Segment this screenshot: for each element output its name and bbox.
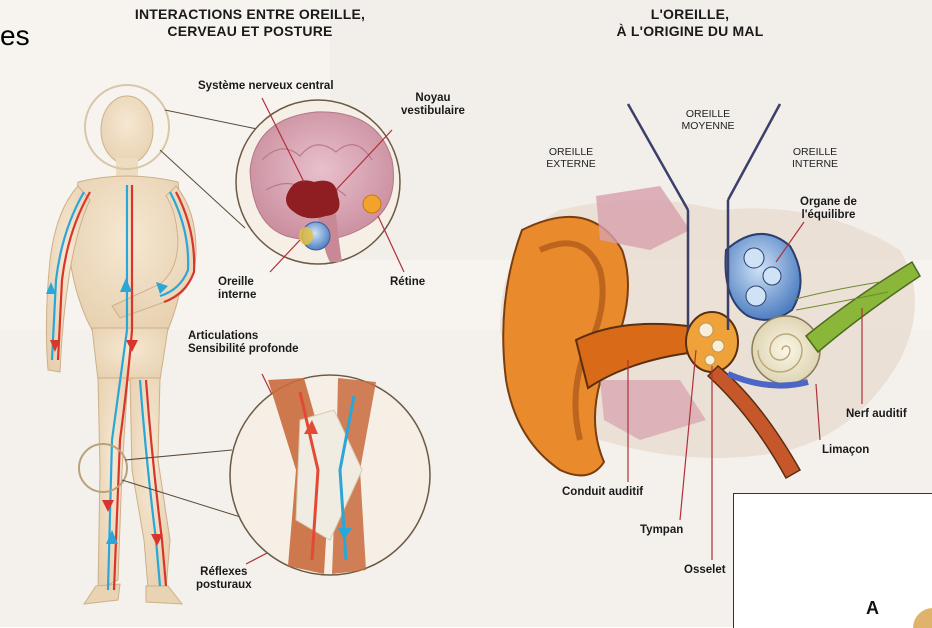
label-organe-line1: Organe de <box>800 196 857 209</box>
left-title: INTERACTIONS ENTRE OREILLE, CERVEAU ET P… <box>100 6 400 40</box>
label-tympan: Tympan <box>640 524 683 537</box>
overlay-panel: A <box>733 493 932 628</box>
label-osselets: Osselet <box>684 564 726 577</box>
label-articulations-line2: Sensibilité profonde <box>188 343 299 356</box>
overlay-corner-shape <box>913 608 932 628</box>
label-articulations: Articulations Sensibilité profonde <box>188 330 299 356</box>
overlay-letter: A <box>866 598 879 619</box>
section-externe-line2: EXTERNE <box>536 158 606 170</box>
label-reflexes-posturaux: Réflexes posturaux <box>196 566 252 592</box>
section-oreille-moyenne: OREILLE MOYENNE <box>668 108 748 132</box>
label-systeme-nerveux: Système nerveux central <box>198 80 334 93</box>
left-title-line1: INTERACTIONS ENTRE OREILLE, <box>100 6 400 23</box>
right-title-line2: À L'ORIGINE DU MAL <box>560 23 820 40</box>
label-reflexes-line2: posturaux <box>196 579 252 592</box>
label-noyau-line1: Noyau <box>388 92 478 105</box>
label-oreille-interne: Oreille interne <box>218 276 256 302</box>
section-interne-line1: OREILLE <box>780 146 850 158</box>
label-articulations-line1: Articulations <box>188 330 299 343</box>
right-title-line1: L'OREILLE, <box>560 6 820 23</box>
slide-text-fragment: es <box>0 20 30 52</box>
label-oreille-interne-line1: Oreille <box>218 276 256 289</box>
label-organe-line2: l'équilibre <box>800 209 857 222</box>
left-title-line2: CERVEAU ET POSTURE <box>100 23 400 40</box>
label-nerf-auditif: Nerf auditif <box>846 408 907 421</box>
label-retine: Rétine <box>390 276 425 289</box>
section-externe-line1: OREILLE <box>536 146 606 158</box>
section-interne-line2: INTERNE <box>780 158 850 170</box>
section-oreille-externe: OREILLE EXTERNE <box>536 146 606 170</box>
section-moyenne-line1: OREILLE <box>668 108 748 120</box>
label-noyau-vestibulaire: Noyau vestibulaire <box>388 92 478 118</box>
label-reflexes-line1: Réflexes <box>196 566 252 579</box>
brain-zoom <box>236 100 400 264</box>
label-conduit-auditif: Conduit auditif <box>562 486 643 499</box>
section-oreille-interne: OREILLE INTERNE <box>780 146 850 170</box>
label-limacon: Limaçon <box>822 444 869 457</box>
label-noyau-line2: vestibulaire <box>388 105 478 118</box>
label-oreille-interne-line2: interne <box>218 289 256 302</box>
knee-zoom <box>230 375 430 575</box>
section-moyenne-line2: MOYENNE <box>668 120 748 132</box>
right-title: L'OREILLE, À L'ORIGINE DU MAL <box>560 6 820 40</box>
label-organe-equilibre: Organe de l'équilibre <box>800 196 857 222</box>
